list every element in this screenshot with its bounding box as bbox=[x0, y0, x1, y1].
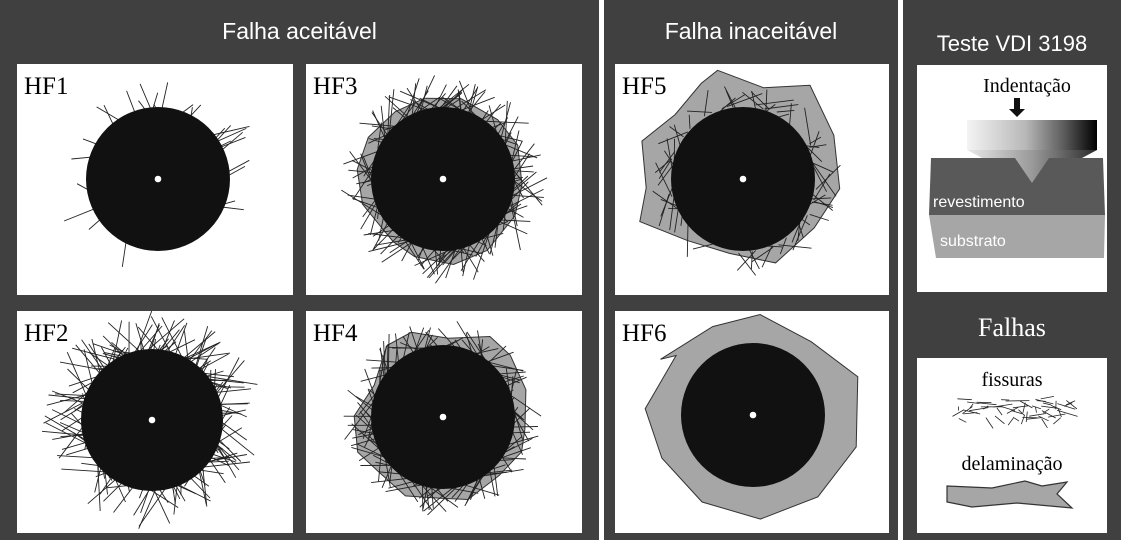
hf2-label: HF2 bbox=[24, 321, 68, 346]
crack-line bbox=[995, 416, 1005, 424]
acceptable-failure-panel: Falha aceitável HF1 HF3 HF2 HF4 bbox=[0, 0, 599, 540]
crack-line bbox=[1038, 416, 1049, 421]
hf1-card: HF1 bbox=[17, 64, 293, 295]
crack-line bbox=[1029, 414, 1046, 417]
hf1-label: HF1 bbox=[24, 74, 68, 99]
crack-line bbox=[1000, 406, 1015, 411]
failures-legend-card: fissuras delaminação bbox=[917, 358, 1107, 533]
crack-line bbox=[42, 431, 88, 435]
hf4-label: HF4 bbox=[313, 321, 357, 346]
crack-line bbox=[513, 427, 538, 428]
test-diagram-card: Indentação revestimento substrato bbox=[917, 65, 1107, 292]
crack-line bbox=[1026, 412, 1027, 423]
test-title: Teste VDI 3198 bbox=[903, 31, 1121, 57]
test-panel: Teste VDI 3198 Indentação bbox=[903, 0, 1121, 540]
crack-line bbox=[969, 408, 988, 411]
crack-line bbox=[1053, 418, 1060, 424]
cracks-label: fissuras bbox=[981, 369, 1042, 391]
cracks-sample-icon bbox=[953, 396, 1078, 428]
hf3-card: HF3 bbox=[306, 64, 582, 295]
acceptable-failure-title: Falha aceitável bbox=[0, 18, 599, 45]
crack-line bbox=[986, 418, 993, 429]
substrate-label: substrato bbox=[940, 233, 1006, 250]
indentation-center-dot bbox=[440, 414, 447, 421]
crack-line bbox=[997, 408, 1002, 415]
crack-line bbox=[1032, 406, 1041, 409]
failures-title: Falhas bbox=[903, 313, 1121, 343]
indentation-center-dot bbox=[440, 176, 447, 183]
crack-line bbox=[1013, 406, 1028, 408]
crack-line bbox=[979, 403, 996, 405]
hf6-card: HF6 bbox=[615, 311, 889, 533]
hf6-label: HF6 bbox=[622, 321, 666, 346]
hf5-label: HF5 bbox=[622, 74, 666, 99]
crack-line bbox=[1041, 396, 1054, 399]
crack-line bbox=[1021, 415, 1024, 424]
hf5-card: HF5 bbox=[615, 64, 889, 295]
coating-label: revestimento bbox=[933, 194, 1025, 211]
delamination-label: delaminação bbox=[961, 453, 1062, 475]
failures-legend: fissuras delaminação bbox=[917, 358, 1107, 533]
crack-line bbox=[957, 399, 971, 400]
crack-line bbox=[1043, 409, 1049, 413]
hf3-label: HF3 bbox=[313, 74, 357, 99]
crack-line bbox=[218, 426, 254, 455]
crack-line bbox=[1008, 417, 1014, 425]
crack-line bbox=[953, 410, 964, 417]
unacceptable-failure-title: Falha inaceitável bbox=[604, 18, 898, 45]
indentation-center-dot bbox=[155, 176, 162, 183]
crack-line bbox=[1014, 418, 1019, 421]
indentation-test-diagram: Indentação revestimento substrato bbox=[917, 65, 1107, 292]
indentation-arrow-icon bbox=[1009, 98, 1025, 117]
indenter-body bbox=[967, 120, 1097, 150]
indentation-center-dot bbox=[740, 176, 747, 183]
crack-line bbox=[959, 419, 967, 423]
crack-line bbox=[1036, 407, 1037, 412]
hf4-card: HF4 bbox=[306, 311, 582, 533]
crack-line bbox=[1023, 403, 1025, 413]
hf2-card: HF2 bbox=[17, 311, 293, 533]
indentation-center-dot bbox=[149, 417, 156, 424]
unacceptable-failure-panel: Falha inaceitável HF5 HF6 bbox=[604, 0, 898, 540]
delamination-sample-icon bbox=[947, 481, 1072, 508]
crack-line bbox=[67, 352, 88, 400]
indentation-label: Indentação bbox=[983, 75, 1071, 97]
indentation-center-dot bbox=[750, 412, 757, 419]
